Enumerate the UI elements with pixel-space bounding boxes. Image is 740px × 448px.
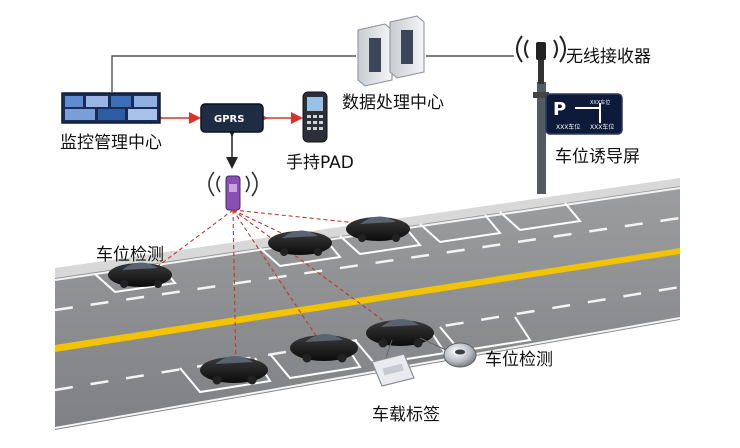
car-icon <box>200 355 268 385</box>
connection-lines <box>111 55 514 169</box>
label-sensor-top: 车位检测 <box>96 245 164 265</box>
center-line <box>55 248 680 352</box>
monitor-screen-icon <box>61 92 161 124</box>
gprs-label: GPRS <box>214 114 244 125</box>
car-icon <box>108 262 172 288</box>
car-icon <box>290 333 358 363</box>
car-icon <box>366 318 434 348</box>
sign-letter: P <box>553 99 566 120</box>
server-icon <box>357 15 425 87</box>
sign-text-left: XXX车位 <box>556 123 580 131</box>
label-sensor-bottom: 车位检测 <box>485 350 553 370</box>
wifi-signal-icon <box>208 171 258 197</box>
label-guide-screen: 车位诱导屏 <box>555 147 640 167</box>
label-wireless-receiver: 无线接收器 <box>566 47 651 67</box>
car-icon <box>346 216 410 242</box>
gprs-module-icon: GPRS <box>200 103 264 133</box>
roadside-detector-icon <box>225 175 241 211</box>
antenna-icon <box>516 35 566 84</box>
parking-sensor-icon <box>419 337 477 368</box>
guide-sign-icon: P XXX车位 XXX车位 XXX车位 <box>533 82 623 194</box>
sign-text-right: XXX车位 <box>590 123 614 131</box>
label-data-center: 数据处理中心 <box>342 93 444 113</box>
label-monitor-center: 监控管理中心 <box>60 133 162 153</box>
vehicle-tag-icon <box>371 339 415 387</box>
label-handheld-pad: 手持PAD <box>286 153 354 173</box>
label-vehicle-tag: 车载标签 <box>372 405 440 425</box>
road <box>54 178 681 430</box>
handheld-pad-icon <box>302 91 328 143</box>
sign-text-vertical: XXX车位 <box>590 99 610 106</box>
car-icon <box>268 230 332 256</box>
